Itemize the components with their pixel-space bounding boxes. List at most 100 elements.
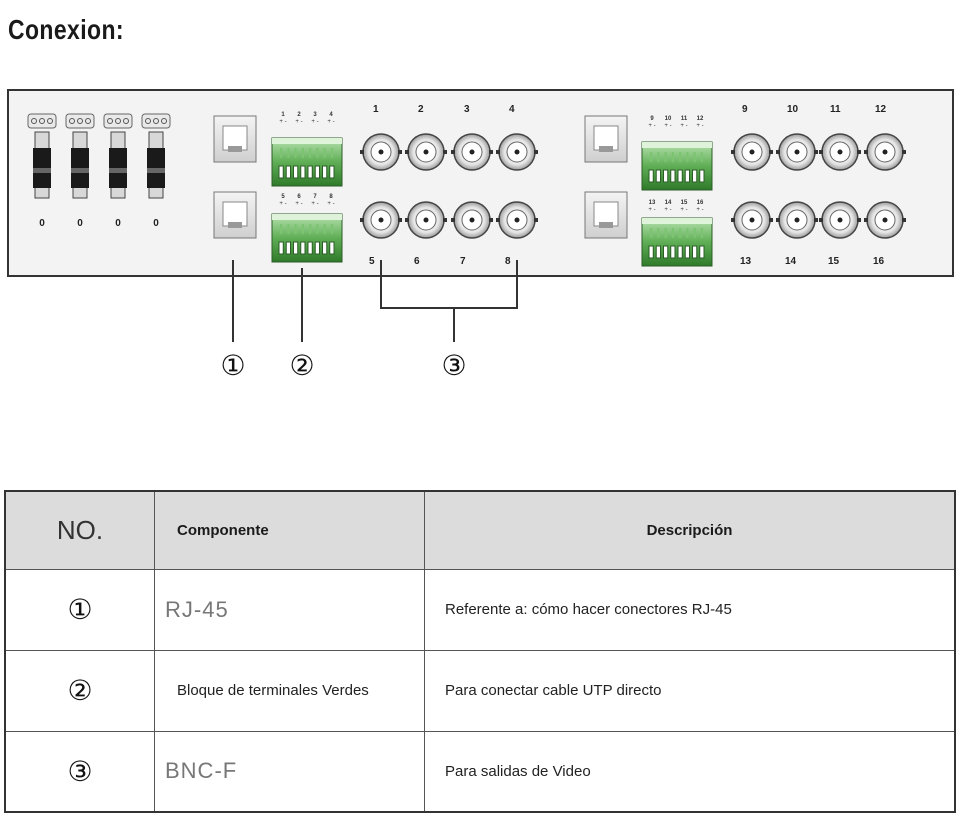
table-row: ③ BNC-F Para salidas de Video (4, 730, 956, 813)
bnc-label: 11 (830, 104, 841, 115)
green-terminal-block (271, 213, 343, 263)
terminal-label-polarity: + - (680, 207, 687, 213)
bnc-connector (731, 133, 773, 171)
leader-lines (232, 260, 518, 342)
header-component: Componente (154, 490, 425, 570)
terminal-label-polarity: + - (311, 119, 318, 125)
bnc-connector (405, 201, 447, 239)
row-description: Referente a: cómo hacer conectores RJ-45 (424, 568, 956, 651)
bnc-connector (776, 201, 818, 239)
terminal-label: 13 (649, 200, 656, 206)
slide-switch: 0 (27, 113, 57, 229)
row-component: Bloque de terminales Verdes (154, 649, 425, 732)
terminal-label: 12 (697, 116, 704, 122)
bnc-connector (819, 133, 861, 171)
bnc-label: 6 (414, 256, 420, 267)
table-header-row: NO. Componente Descripción (4, 490, 956, 570)
bnc-connector (819, 201, 861, 239)
bnc-connector (405, 133, 447, 171)
green-terminal-block (271, 137, 343, 187)
table-row: ② Bloque de terminales Verdes Para conec… (4, 649, 956, 732)
terminal-label: 10 (665, 116, 672, 122)
switch-label: 0 (153, 218, 159, 229)
terminal-label-polarity: + - (696, 123, 703, 129)
bnc-label: 9 (742, 104, 748, 115)
slide-switch: 0 (65, 113, 95, 229)
terminal-label: 16 (697, 200, 704, 206)
terminal-label: 3 (313, 112, 317, 118)
terminal-label-polarity: + - (664, 207, 671, 213)
slide-switch: 0 (141, 113, 171, 229)
terminal-label-polarity: + - (648, 123, 655, 129)
header-description: Descripción (424, 490, 956, 570)
row-component: RJ-45 (154, 568, 425, 651)
green-terminal-block (641, 217, 713, 267)
bnc-connector (731, 201, 773, 239)
row-number: ③ (4, 730, 155, 813)
rj45-jack (584, 191, 628, 239)
bnc-connector (496, 133, 538, 171)
switch-label: 0 (39, 218, 45, 229)
terminal-label-polarity: + - (648, 207, 655, 213)
terminal-label: 8 (329, 194, 333, 200)
callout-3: ③ (441, 349, 466, 382)
bnc-label: 8 (505, 256, 511, 267)
bnc-connector (360, 133, 402, 171)
row-number: ① (4, 568, 155, 651)
row-description: Para conectar cable UTP directo (424, 649, 956, 732)
terminal-label: 5 (281, 194, 285, 200)
bnc-label: 2 (418, 104, 424, 115)
green-terminal-block (641, 141, 713, 191)
terminal-label: 14 (665, 200, 672, 206)
terminal-label-polarity: + - (279, 119, 286, 125)
bnc-label: 12 (875, 104, 887, 115)
row-number: ② (4, 649, 155, 732)
bnc-connector (451, 133, 493, 171)
terminal-label-polarity: + - (311, 201, 318, 207)
callout-1: ① (220, 349, 245, 382)
terminal-block-group: 1+ -2+ -3+ -4+ -5+ -6+ -7+ -8+ -9+ -10+ … (271, 112, 713, 267)
terminal-label: 6 (297, 194, 301, 200)
terminal-label-polarity: + - (696, 207, 703, 213)
rj45-jack (584, 115, 628, 163)
switch-label: 0 (77, 218, 83, 229)
bnc-connector (360, 201, 402, 239)
terminal-label: 15 (681, 200, 688, 206)
rj45-jack (213, 115, 257, 163)
row-component: BNC-F (154, 730, 425, 813)
bnc-connector (451, 201, 493, 239)
dip-switch-group: 0 0 0 0 (27, 113, 171, 229)
rj45-jack (213, 191, 257, 239)
bnc-label: 10 (787, 104, 799, 115)
terminal-label-polarity: + - (295, 201, 302, 207)
slide-switch: 0 (103, 113, 133, 229)
bnc-label: 3 (464, 104, 470, 115)
bnc-connector (776, 133, 818, 171)
bnc-label: 5 (369, 256, 375, 267)
bnc-connector (864, 201, 906, 239)
bnc-label: 13 (740, 256, 752, 267)
terminal-label-polarity: + - (295, 119, 302, 125)
terminal-label: 2 (297, 112, 301, 118)
callout-2: ② (289, 349, 314, 382)
bnc-label: 4 (509, 104, 515, 115)
terminal-label: 1 (281, 112, 285, 118)
bnc-connector (496, 201, 538, 239)
terminal-label: 11 (681, 116, 688, 122)
bnc-label: 16 (873, 256, 885, 267)
bnc-label: 14 (785, 256, 797, 267)
row-description: Para salidas de Video (424, 730, 956, 813)
terminal-label: 9 (650, 116, 654, 122)
component-table: NO. Componente Descripción ① RJ-45 Refer… (4, 490, 956, 813)
bnc-label: 1 (373, 104, 379, 115)
page-title: Conexion: (8, 14, 124, 45)
table-row: ① RJ-45 Referente a: cómo hacer conector… (4, 568, 956, 651)
bnc-label: 15 (828, 256, 840, 267)
switch-label: 0 (115, 218, 121, 229)
terminal-label-polarity: + - (664, 123, 671, 129)
bnc-label: 7 (460, 256, 466, 267)
terminal-label: 4 (329, 112, 333, 118)
terminal-label-polarity: + - (279, 201, 286, 207)
